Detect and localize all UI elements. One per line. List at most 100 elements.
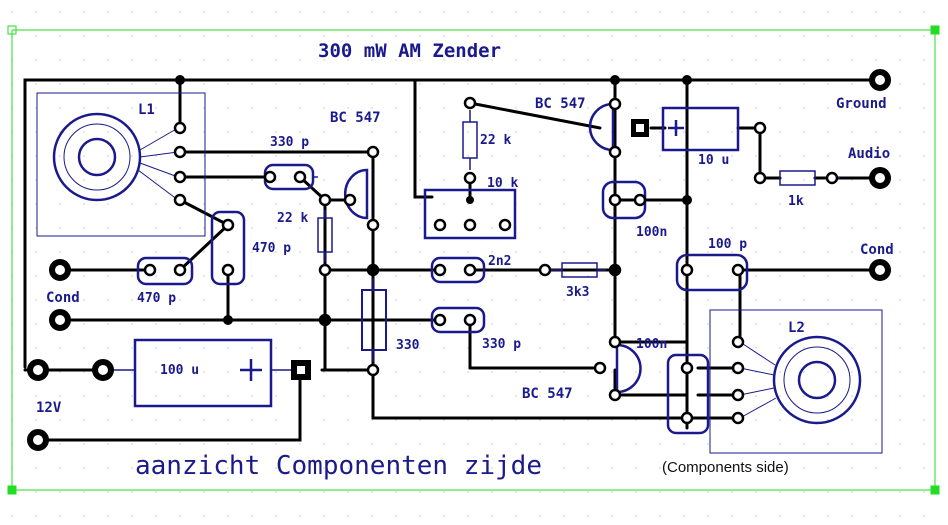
grid-dot — [299, 59, 301, 61]
grid-dot — [923, 11, 925, 13]
grid-dot — [83, 203, 85, 205]
grid-dot — [827, 59, 829, 61]
grid-dot — [251, 227, 253, 229]
grid-dot — [179, 419, 181, 421]
grid-dot — [683, 227, 685, 229]
grid-dot — [443, 107, 445, 109]
solder-pad — [608, 335, 622, 349]
grid-dot — [155, 395, 157, 397]
grid-dot — [203, 275, 205, 277]
grid-dot — [35, 35, 37, 37]
grid-dot — [827, 203, 829, 205]
grid-dot — [755, 419, 757, 421]
grid-dot — [683, 131, 685, 133]
grid-dot — [563, 491, 565, 493]
grid-dot — [59, 227, 61, 229]
grid-dot — [275, 395, 277, 397]
grid-dot — [827, 131, 829, 133]
grid-dot — [635, 179, 637, 181]
grid-dot — [515, 11, 517, 13]
grid-dot — [131, 467, 133, 469]
c470p-left-body — [136, 256, 194, 286]
diagram-title: 300 mW AM Zender — [318, 40, 501, 62]
l1-body — [36, 92, 206, 237]
grid-dot — [395, 323, 397, 325]
grid-dot — [179, 467, 181, 469]
grid-dot — [419, 323, 421, 325]
grid-dot — [443, 515, 445, 517]
grid-dot — [683, 443, 685, 445]
grid-dot — [851, 371, 853, 373]
grid-dot — [587, 395, 589, 397]
grid-dot — [227, 83, 229, 85]
grid-dot — [299, 467, 301, 469]
grid-dot — [59, 515, 61, 517]
grid-dot — [899, 35, 901, 37]
grid-dot — [683, 491, 685, 493]
grid-dot — [875, 203, 877, 205]
grid-dot — [443, 371, 445, 373]
grid-dot — [275, 419, 277, 421]
grid-dot — [347, 155, 349, 157]
grid-dot — [107, 227, 109, 229]
grid-dot — [659, 371, 661, 373]
grid-dot — [875, 251, 877, 253]
grid-dot — [491, 371, 493, 373]
grid-dot — [35, 131, 37, 133]
supply-label: 12V — [36, 400, 62, 416]
grid-dot — [275, 299, 277, 301]
grid-dot — [875, 443, 877, 445]
grid-dot — [467, 371, 469, 373]
grid-dot — [35, 11, 37, 13]
grid-dot — [755, 275, 757, 277]
grid-dot — [107, 179, 109, 181]
grid-dot — [875, 299, 877, 301]
terminal-pads — [27, 69, 891, 451]
grid-dot — [179, 371, 181, 373]
grid-dot — [731, 347, 733, 349]
grid-dot — [563, 35, 565, 37]
grid-dot — [659, 419, 661, 421]
grid-dot — [299, 515, 301, 517]
c10u-body — [661, 106, 740, 152]
grid-dot — [707, 203, 709, 205]
grid-dot — [275, 275, 277, 277]
grid-dot — [35, 83, 37, 85]
solder-pad — [366, 363, 380, 377]
grid-dot — [203, 491, 205, 493]
grid-dot — [275, 203, 277, 205]
solder-pad — [680, 411, 694, 425]
grid-dot — [155, 323, 157, 325]
grid-dot — [419, 491, 421, 493]
grid-dot — [251, 491, 253, 493]
solder-pad — [293, 170, 307, 184]
grid-dot — [443, 179, 445, 181]
grid-dot — [299, 299, 301, 301]
grid-dot — [371, 83, 373, 85]
grid-dot — [923, 323, 925, 325]
grid-dot — [851, 59, 853, 61]
grid-dot — [539, 83, 541, 85]
grid-dot — [107, 515, 109, 517]
grid-dot — [131, 443, 133, 445]
grid-dot — [635, 371, 637, 373]
grid-dot — [659, 275, 661, 277]
grid-dot — [755, 251, 757, 253]
c470p-right-body — [210, 210, 246, 286]
grid-dot — [395, 203, 397, 205]
grid-dot — [203, 59, 205, 61]
solder-pad — [498, 218, 512, 232]
grid-dot — [59, 35, 61, 37]
grid-dot — [683, 467, 685, 469]
grid-dot — [347, 323, 349, 325]
grid-dot — [371, 59, 373, 61]
grid-dot — [635, 491, 637, 493]
grid-dot — [923, 419, 925, 421]
grid-dot — [539, 419, 541, 421]
grid-dot — [827, 227, 829, 229]
grid-dot — [443, 59, 445, 61]
grid-dot — [563, 395, 565, 397]
grid-dot — [443, 155, 445, 157]
grid-dot — [155, 59, 157, 61]
grid-dot — [707, 323, 709, 325]
